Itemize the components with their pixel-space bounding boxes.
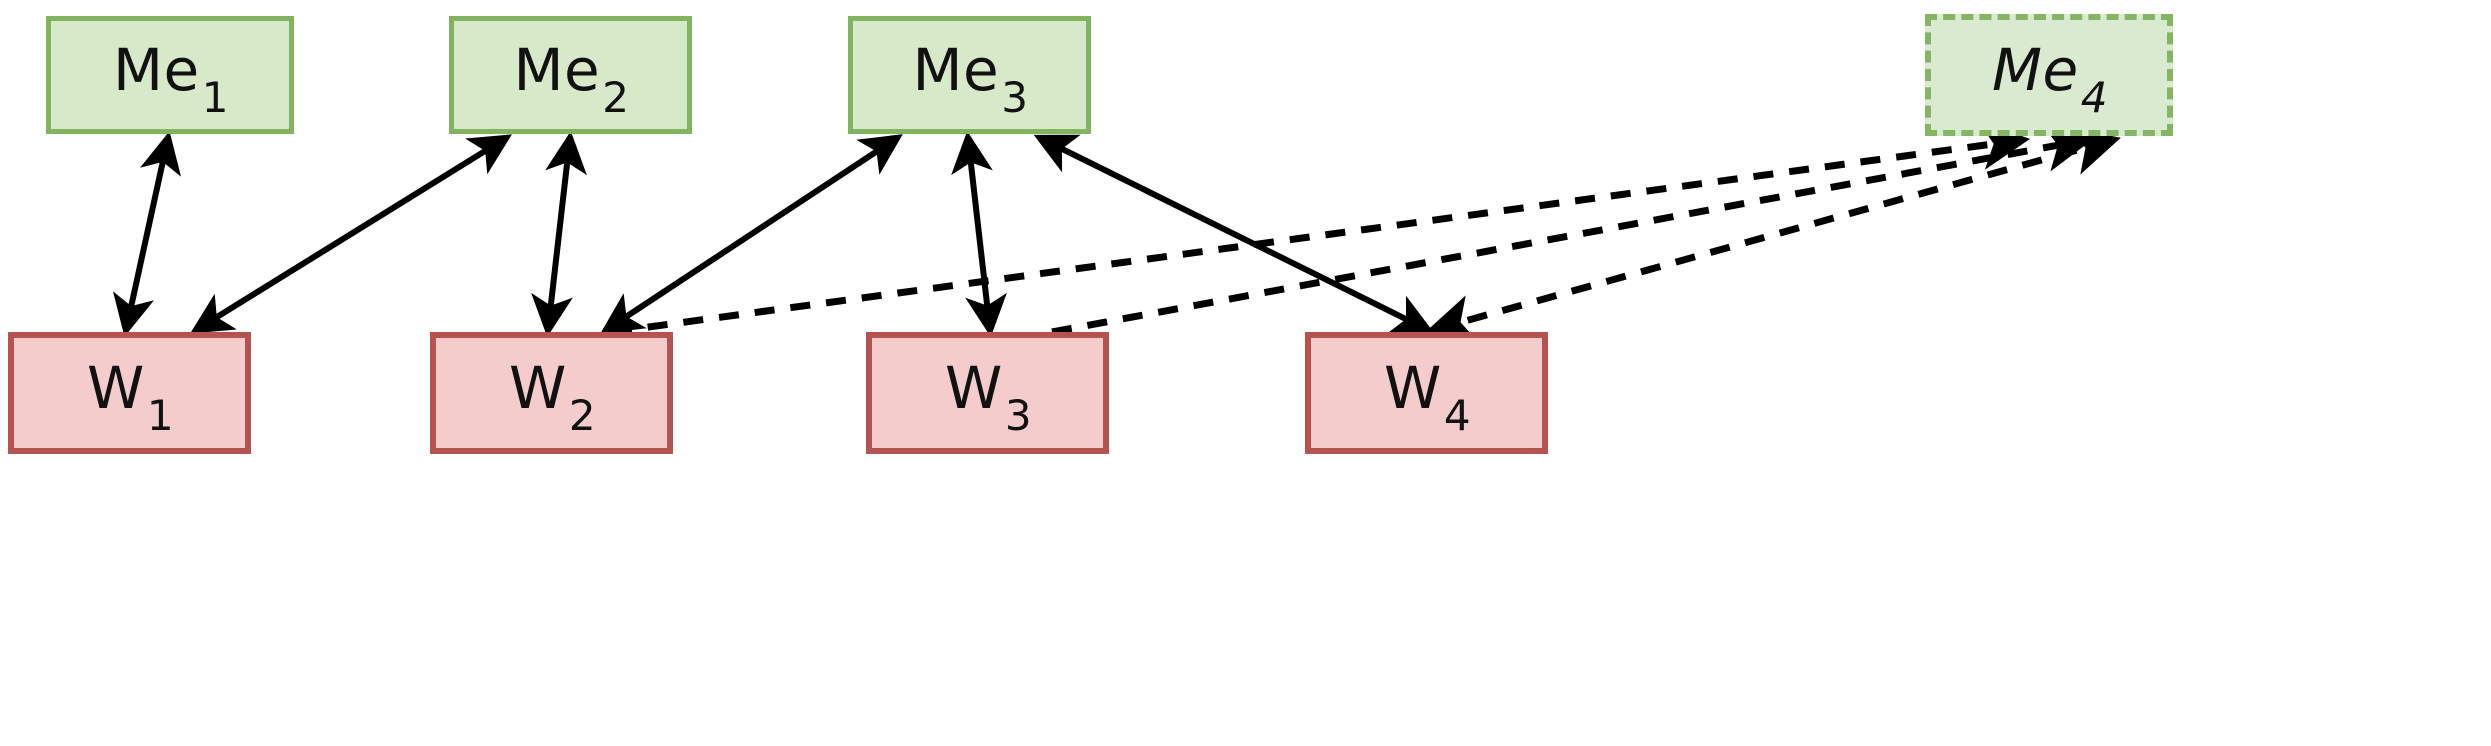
edge-me3-w3 [951, 131, 1007, 337]
node-w4[interactable]: W4 [1305, 332, 1548, 454]
node-subscript-me4: 4 [2080, 73, 2108, 123]
node-me2[interactable]: Me2 [449, 16, 692, 134]
node-subscript-me1: 1 [201, 73, 229, 123]
edge-me2-w2 [531, 131, 587, 337]
node-subscript-w1: 1 [146, 391, 175, 441]
node-me3[interactable]: Me3 [848, 16, 1091, 134]
node-subscript-me2: 2 [602, 73, 630, 123]
node-me4[interactable]: Me4 [1925, 14, 2173, 136]
edge-me3-w2 [600, 134, 903, 334]
node-w2[interactable]: W2 [430, 332, 673, 454]
node-subscript-w3: 3 [1004, 391, 1033, 441]
edge-w2-me4 [611, 121, 2031, 336]
node-label-w4: W4 [1383, 353, 1472, 441]
edges-group [112, 121, 2121, 343]
node-label-me4: Me4 [1992, 35, 2108, 123]
node-subscript-w4: 4 [1443, 391, 1472, 441]
node-w1[interactable]: W1 [8, 332, 251, 454]
edge-w3-me4 [1051, 123, 2095, 336]
node-label-w3: W3 [944, 353, 1033, 441]
node-label-me2: Me2 [513, 35, 630, 123]
node-label-me3: Me3 [912, 35, 1029, 123]
node-label-w1: W1 [86, 353, 175, 441]
node-w3[interactable]: W3 [866, 332, 1109, 454]
edge-w4-me4 [1425, 127, 2121, 343]
node-subscript-w2: 2 [568, 391, 597, 441]
node-subscript-me3: 3 [1001, 73, 1029, 123]
edge-me3-w4 [1033, 134, 1435, 334]
edge-me2-w1 [190, 134, 512, 334]
node-label-me1: Me1 [113, 35, 229, 123]
edge-me1-w1 [112, 131, 182, 337]
node-label-w2: W2 [508, 353, 597, 441]
node-me1[interactable]: Me1 [46, 16, 294, 134]
